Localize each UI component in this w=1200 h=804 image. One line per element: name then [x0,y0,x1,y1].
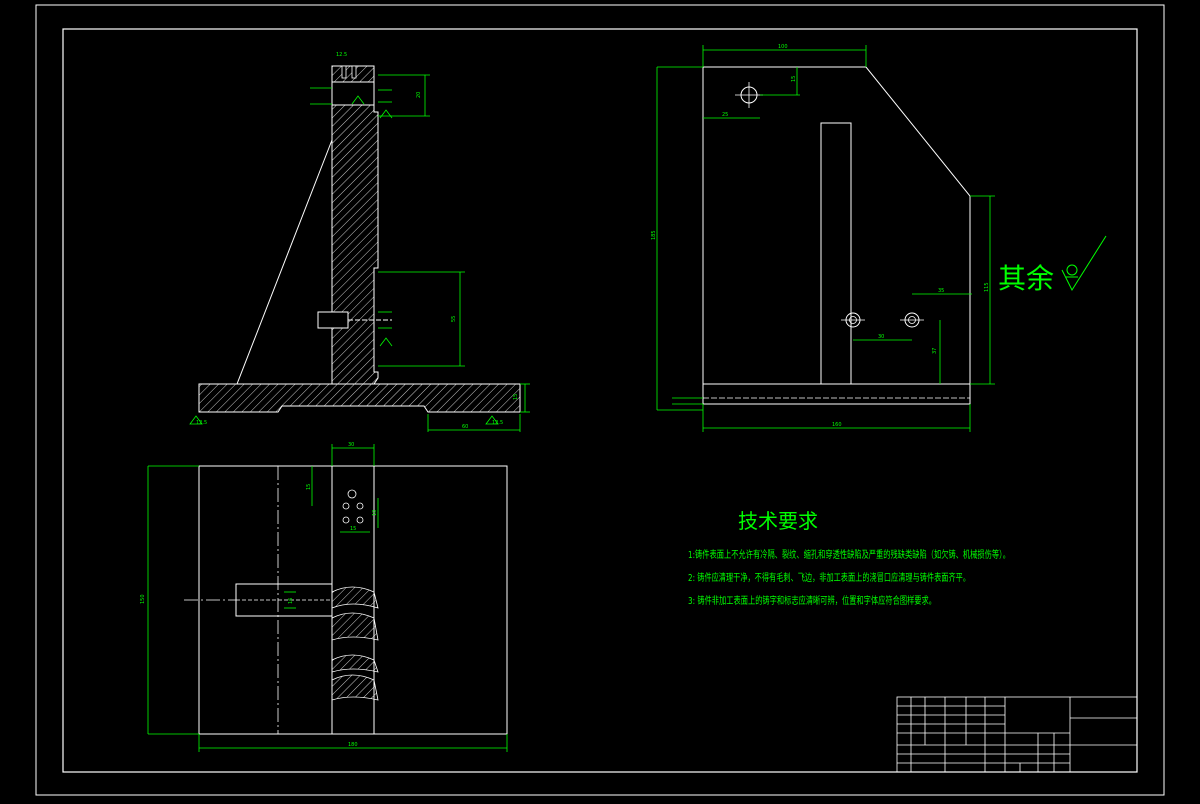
inner-frame [62,28,1138,773]
svg-text:15: 15 [306,484,312,490]
svg-text:60: 60 [462,424,468,430]
svg-text:10: 10 [372,510,378,516]
svg-text:16: 16 [288,598,294,604]
title-block [896,696,1138,773]
tech-requirement-item-3: 3: 铸件非加工表面上的铸字和标志应清晰可辨，位置和字体应符合图样要求。 [688,594,936,607]
svg-text:185: 185 [651,230,657,240]
svg-text:30: 30 [878,334,884,340]
svg-text:160: 160 [832,422,842,428]
front-view: 20 55 15 60 12.5 12.5 12.5 [189,52,530,432]
svg-text:30: 30 [348,442,354,448]
front-view-column-section [331,104,379,385]
svg-text:12.5: 12.5 [336,52,347,58]
svg-text:180: 180 [348,742,358,748]
front-view-base-section [198,383,521,413]
svg-text:15: 15 [791,76,797,82]
svg-text:12.5: 12.5 [492,420,503,426]
tech-requirements-title: 技术要求 [738,509,818,533]
svg-text:35: 35 [938,288,944,294]
side-view-rib [820,122,852,385]
svg-text:15: 15 [350,526,356,532]
side-view: 100 25 15 185 115 160 35 30 37 其余 [651,44,1107,432]
svg-text:100: 100 [778,44,788,50]
surface-finish-note: 其余 [998,262,1054,295]
outer-border [35,4,1165,796]
tech-requirement-item-1: 1:铸件表面上不允许有冷隔、裂纹、缩孔和穿透性缺陷及严重的残缺类缺陷（如欠铸、机… [688,548,1010,561]
technical-requirements: 技术要求 1:铸件表面上不允许有冷隔、裂纹、缩孔和穿透性缺陷及严重的残缺类缺陷（… [688,509,1010,607]
svg-text:12.5: 12.5 [196,420,207,426]
surface-finish-symbol [1061,235,1107,292]
side-view-outline [702,66,971,385]
svg-text:20: 20 [416,92,422,98]
tech-requirement-item-2: 2: 铸件应清理干净，不得有毛刺、飞边，非加工表面上的浇冒口应清理与铸件表面齐平… [688,571,970,584]
svg-text:37: 37 [932,348,938,354]
svg-text:15: 15 [513,394,519,400]
top-view: 150 180 30 15 10 15 16 [140,442,508,752]
svg-text:55: 55 [451,316,457,322]
svg-text:115: 115 [984,282,990,292]
top-view-outline [198,465,508,735]
svg-text:25: 25 [722,112,728,118]
svg-text:150: 150 [140,594,146,604]
